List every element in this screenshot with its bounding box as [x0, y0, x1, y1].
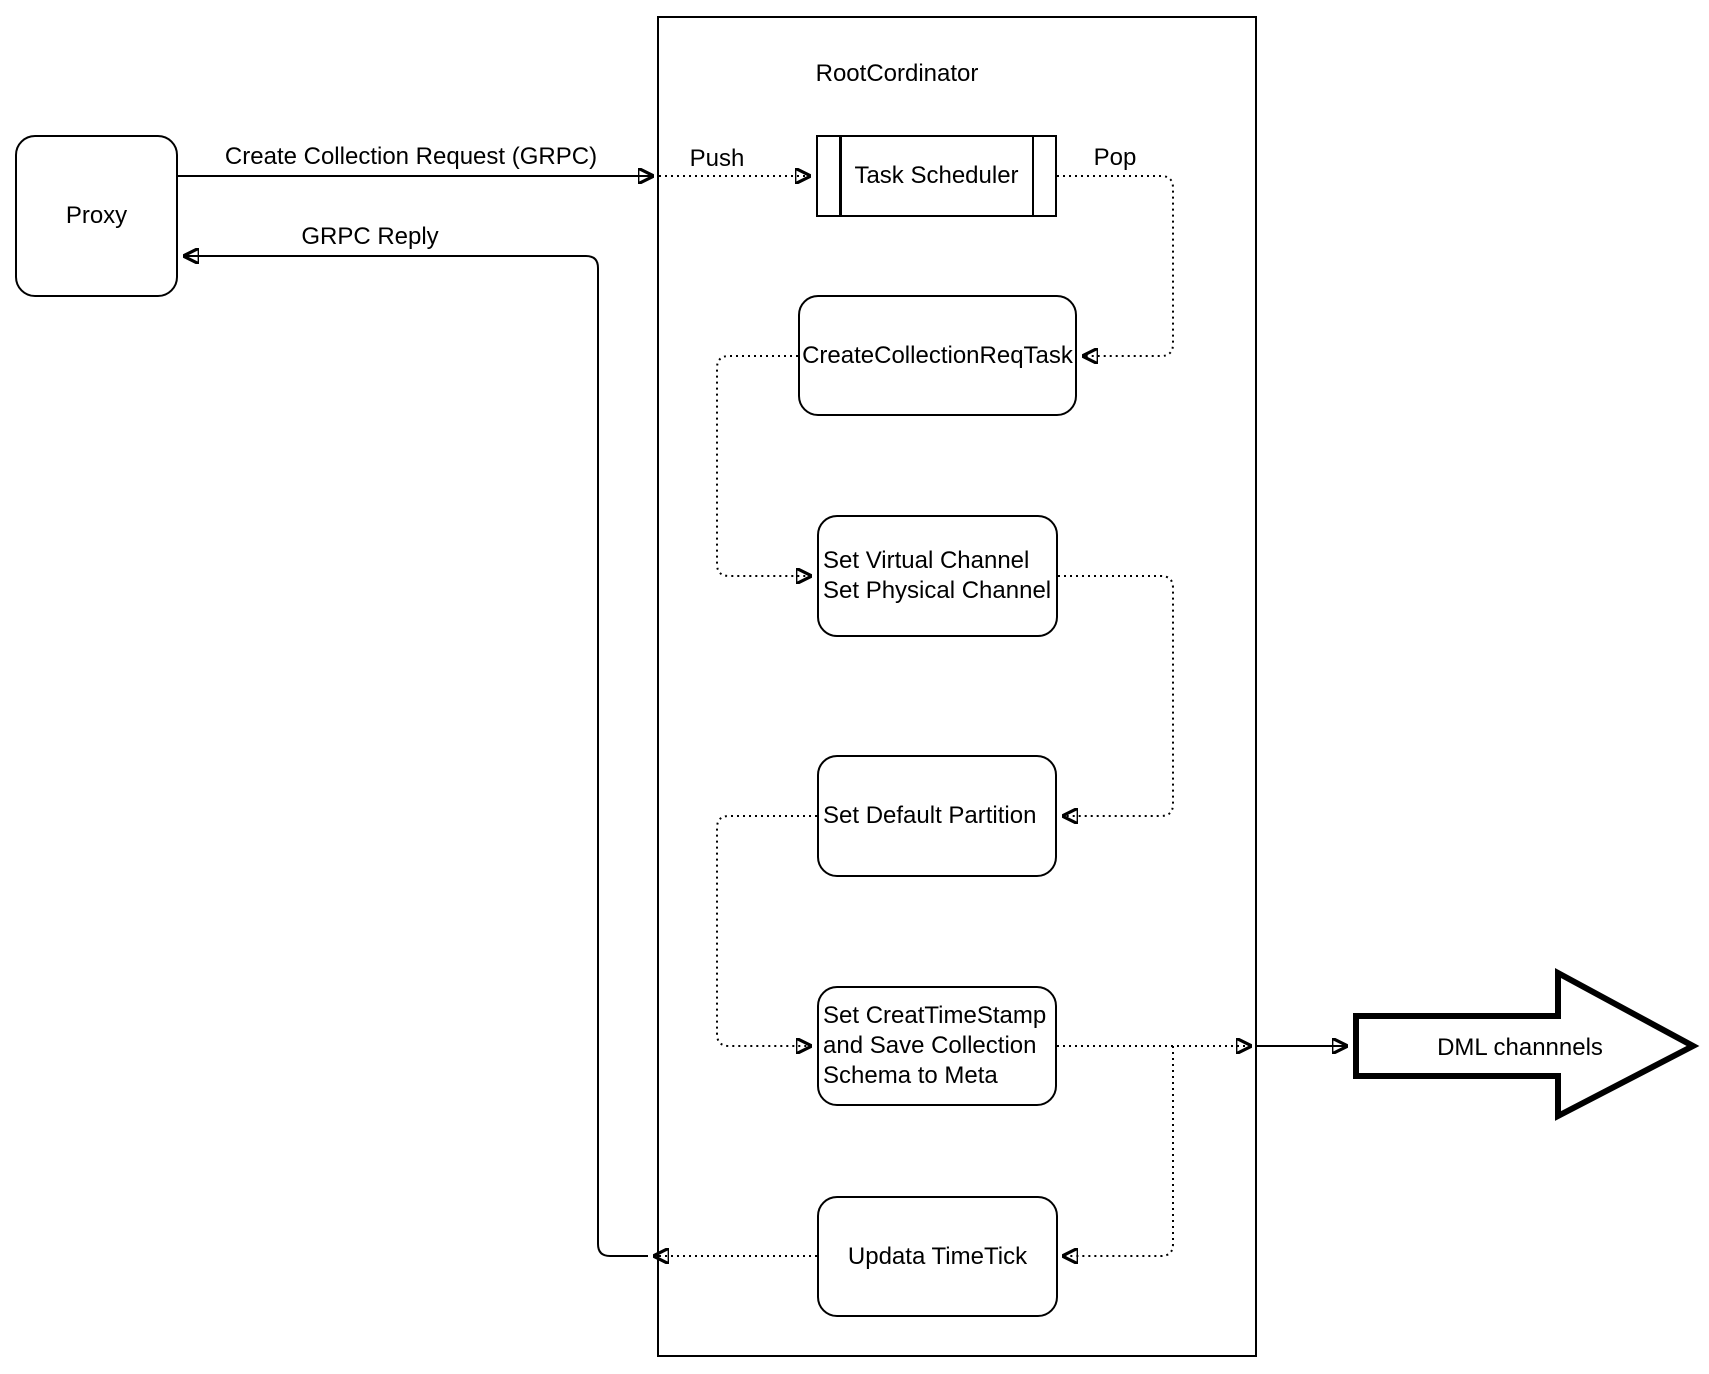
- task-scheduler-label: Task Scheduler: [854, 162, 1019, 189]
- edge-label-push: Push: [689, 145, 745, 172]
- root-coordinator-title: RootCordinator: [815, 60, 979, 87]
- dml-channels-label: DML channnels: [1437, 1034, 1603, 1061]
- set-timestamp-line-2: and Save Collection: [823, 1032, 1037, 1059]
- set-channel-line-2: Set Physical Channel: [823, 577, 1052, 604]
- dml-channels-arrow: [1353, 967, 1700, 1121]
- node-proxy: Proxy: [15, 135, 178, 297]
- task-scheduler-left-bar: [839, 137, 842, 215]
- node-set-timestamp: Set CreatTimeStamp and Save Collection S…: [817, 986, 1057, 1106]
- set-channel-line-1: Set Virtual Channel: [823, 547, 1030, 574]
- node-set-channel: Set Virtual Channel Set Physical Channel: [817, 515, 1058, 637]
- edge-label-reply: GRPC Reply: [301, 223, 439, 250]
- set-timestamp-line-3: Schema to Meta: [823, 1062, 998, 1089]
- node-set-default-partition: Set Default Partition: [817, 755, 1057, 877]
- set-timestamp-line-1: Set CreatTimeStamp: [823, 1002, 1047, 1029]
- node-update-timetick: Updata TimeTick: [817, 1196, 1058, 1317]
- edge-label-pop: Pop: [1093, 144, 1137, 171]
- edge-reply-line: [184, 256, 648, 1257]
- node-task-scheduler: Task Scheduler: [816, 135, 1057, 217]
- root-coordinator-container: [657, 16, 1257, 1357]
- task-scheduler-right-bar: [1031, 137, 1034, 215]
- edge-label-request: Create Collection Request (GRPC): [224, 143, 598, 170]
- node-create-collection-req-task: CreateCollectionReqTask: [798, 295, 1077, 416]
